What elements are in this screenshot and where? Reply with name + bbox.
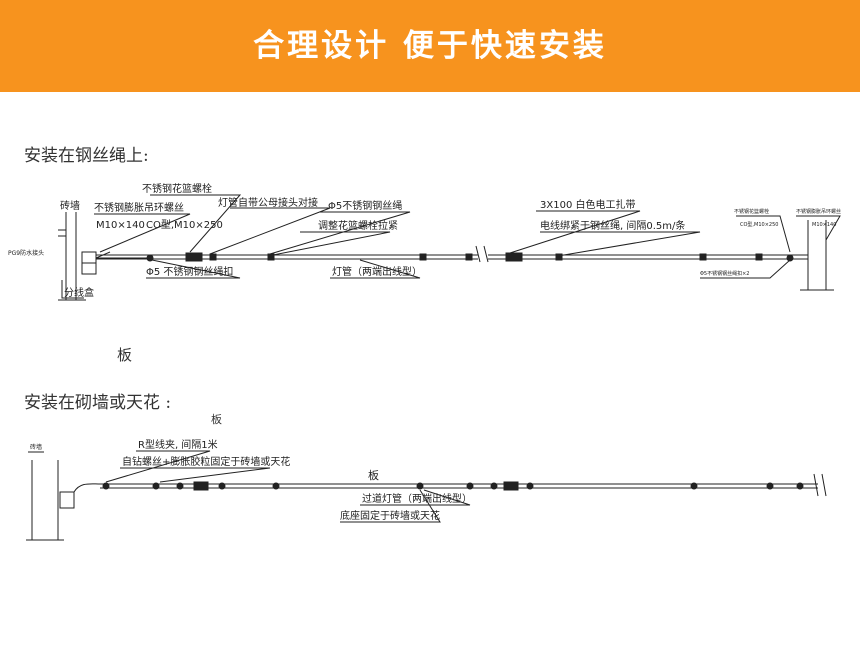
- label-right-turnbuckle: 不锈钢花篮螺栓: [734, 208, 769, 215]
- label-turnbuckle-spec: CO型,M10×250: [146, 218, 223, 231]
- label-base-fix: 底座固定于砖墙或天花: [340, 509, 440, 522]
- label-right-bolt-spec: M10×140: [812, 222, 836, 228]
- diagram1-labels: 砖墙 PG9防水接头 分线盒 不锈钢膨胀吊环螺丝 M10×140 不锈钢花篮螺栓…: [8, 182, 841, 299]
- diagram2-junction-box: [59, 491, 75, 509]
- label-brick-wall-2: 砖墙: [30, 443, 42, 451]
- label-right-turnbuckle-spec: CO型,M10×250: [740, 221, 778, 228]
- label-expansion-bolt: 不锈钢膨胀吊环螺丝: [94, 201, 184, 214]
- diagram2-feed-cable: [73, 483, 101, 493]
- diagram2-leaders: [28, 450, 471, 523]
- label-brick-wall: 砖墙: [60, 199, 80, 212]
- label-rope-clip: Φ5 不锈钢钢丝绳扣: [146, 265, 233, 278]
- banner-title: 合理设计 便于快速安装: [253, 28, 607, 64]
- stray-board-label-1: 板: [117, 346, 133, 364]
- label-right-rope-clip: Φ5不锈钢钢丝绳扣×2: [700, 270, 750, 277]
- label-expansion-bolt-spec: M10×140: [96, 220, 145, 231]
- stray-board-label-2: 板: [211, 413, 222, 426]
- break-mark-icon: [813, 473, 827, 497]
- diagram2-clips: [102, 481, 804, 491]
- label-tube-2: 过道灯管（两端出线型）: [362, 492, 472, 505]
- label-board: 板: [368, 468, 379, 482]
- diagram2-labels: 砖墙 R型线夹, 间隔1米 自钻螺丝+膨胀胶粒固定于砖墙或天花 板 过道灯管（两…: [30, 438, 472, 522]
- break-mark-icon: [475, 245, 489, 263]
- label-screw: 自钻螺丝+膨胀胶粒固定于砖墙或天花: [122, 455, 290, 468]
- label-wire-rope: Φ5不锈钢钢丝绳: [328, 199, 402, 212]
- label-connector: 灯管自带公母接头对接: [218, 196, 318, 209]
- label-adjust: 调整花篮螺栓拉紧: [318, 219, 398, 232]
- label-pg-connector: PG9防水接头: [8, 249, 44, 257]
- diagram1-leaders: [61, 194, 841, 299]
- diagram1-left-wall: [58, 212, 86, 301]
- label-cable-tie: 3X100 白色电工扎带: [540, 198, 635, 211]
- label-tube: 灯管（两端出线型）: [332, 265, 422, 278]
- label-r-clip: R型线夹, 间隔1米: [138, 438, 218, 451]
- diagram2-left-wall: [26, 460, 64, 541]
- label-junction-box: 分线盒: [64, 286, 94, 299]
- label-turnbuckle: 不锈钢花篮螺栓: [142, 182, 212, 195]
- header-banner: [0, 0, 860, 92]
- diagram1-connectors: [146, 252, 794, 262]
- section2-heading: 安装在砌墙或天花 :: [24, 393, 172, 413]
- label-tie-note: 电线绑紧于钢丝绳, 间隔0.5m/条: [540, 219, 685, 232]
- diagram1-right-wall: [800, 220, 834, 291]
- diagram1-junction-box: [81, 251, 97, 275]
- label-right-bolt: 不锈钢膨胀吊环螺丝: [796, 208, 841, 215]
- section1-heading: 安装在钢丝绳上:: [24, 146, 149, 166]
